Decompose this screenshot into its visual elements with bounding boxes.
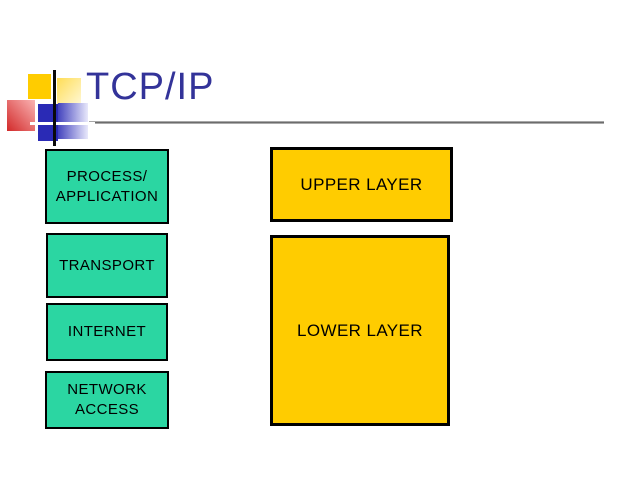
layer-box-process-application: PROCESS/ APPLICATION [45, 149, 169, 224]
layer-label-transport: TRANSPORT [59, 256, 155, 274]
group-box-upper-layer: UPPER LAYER [270, 147, 453, 222]
ornament-vertical-black-line [53, 70, 56, 146]
layer-box-network-access: NETWORK ACCESS [45, 371, 169, 429]
layer-box-internet: INTERNET [46, 303, 168, 361]
group-label-lower-layer: LOWER LAYER [297, 320, 423, 340]
ornament-red-gradient-square [7, 100, 35, 131]
layer-label-network-access: NETWORK ACCESS [67, 381, 147, 418]
title-underline [89, 121, 604, 124]
ornament-yellow-gradient-square [57, 78, 81, 106]
layer-label-process-application: PROCESS/ APPLICATION [55, 167, 159, 205]
group-label-upper-layer: UPPER LAYER [300, 174, 423, 194]
layer-label-internet: INTERNET [67, 323, 147, 340]
group-box-lower-layer: LOWER LAYER [270, 235, 450, 426]
ornament-blue-gradient-square [58, 103, 88, 139]
ornament-yellow-solid-square [28, 74, 51, 99]
layer-box-transport: TRANSPORT [46, 233, 168, 298]
ornament-horizontal-white-line [30, 122, 95, 125]
slide-title: TCP/IP [86, 66, 215, 108]
